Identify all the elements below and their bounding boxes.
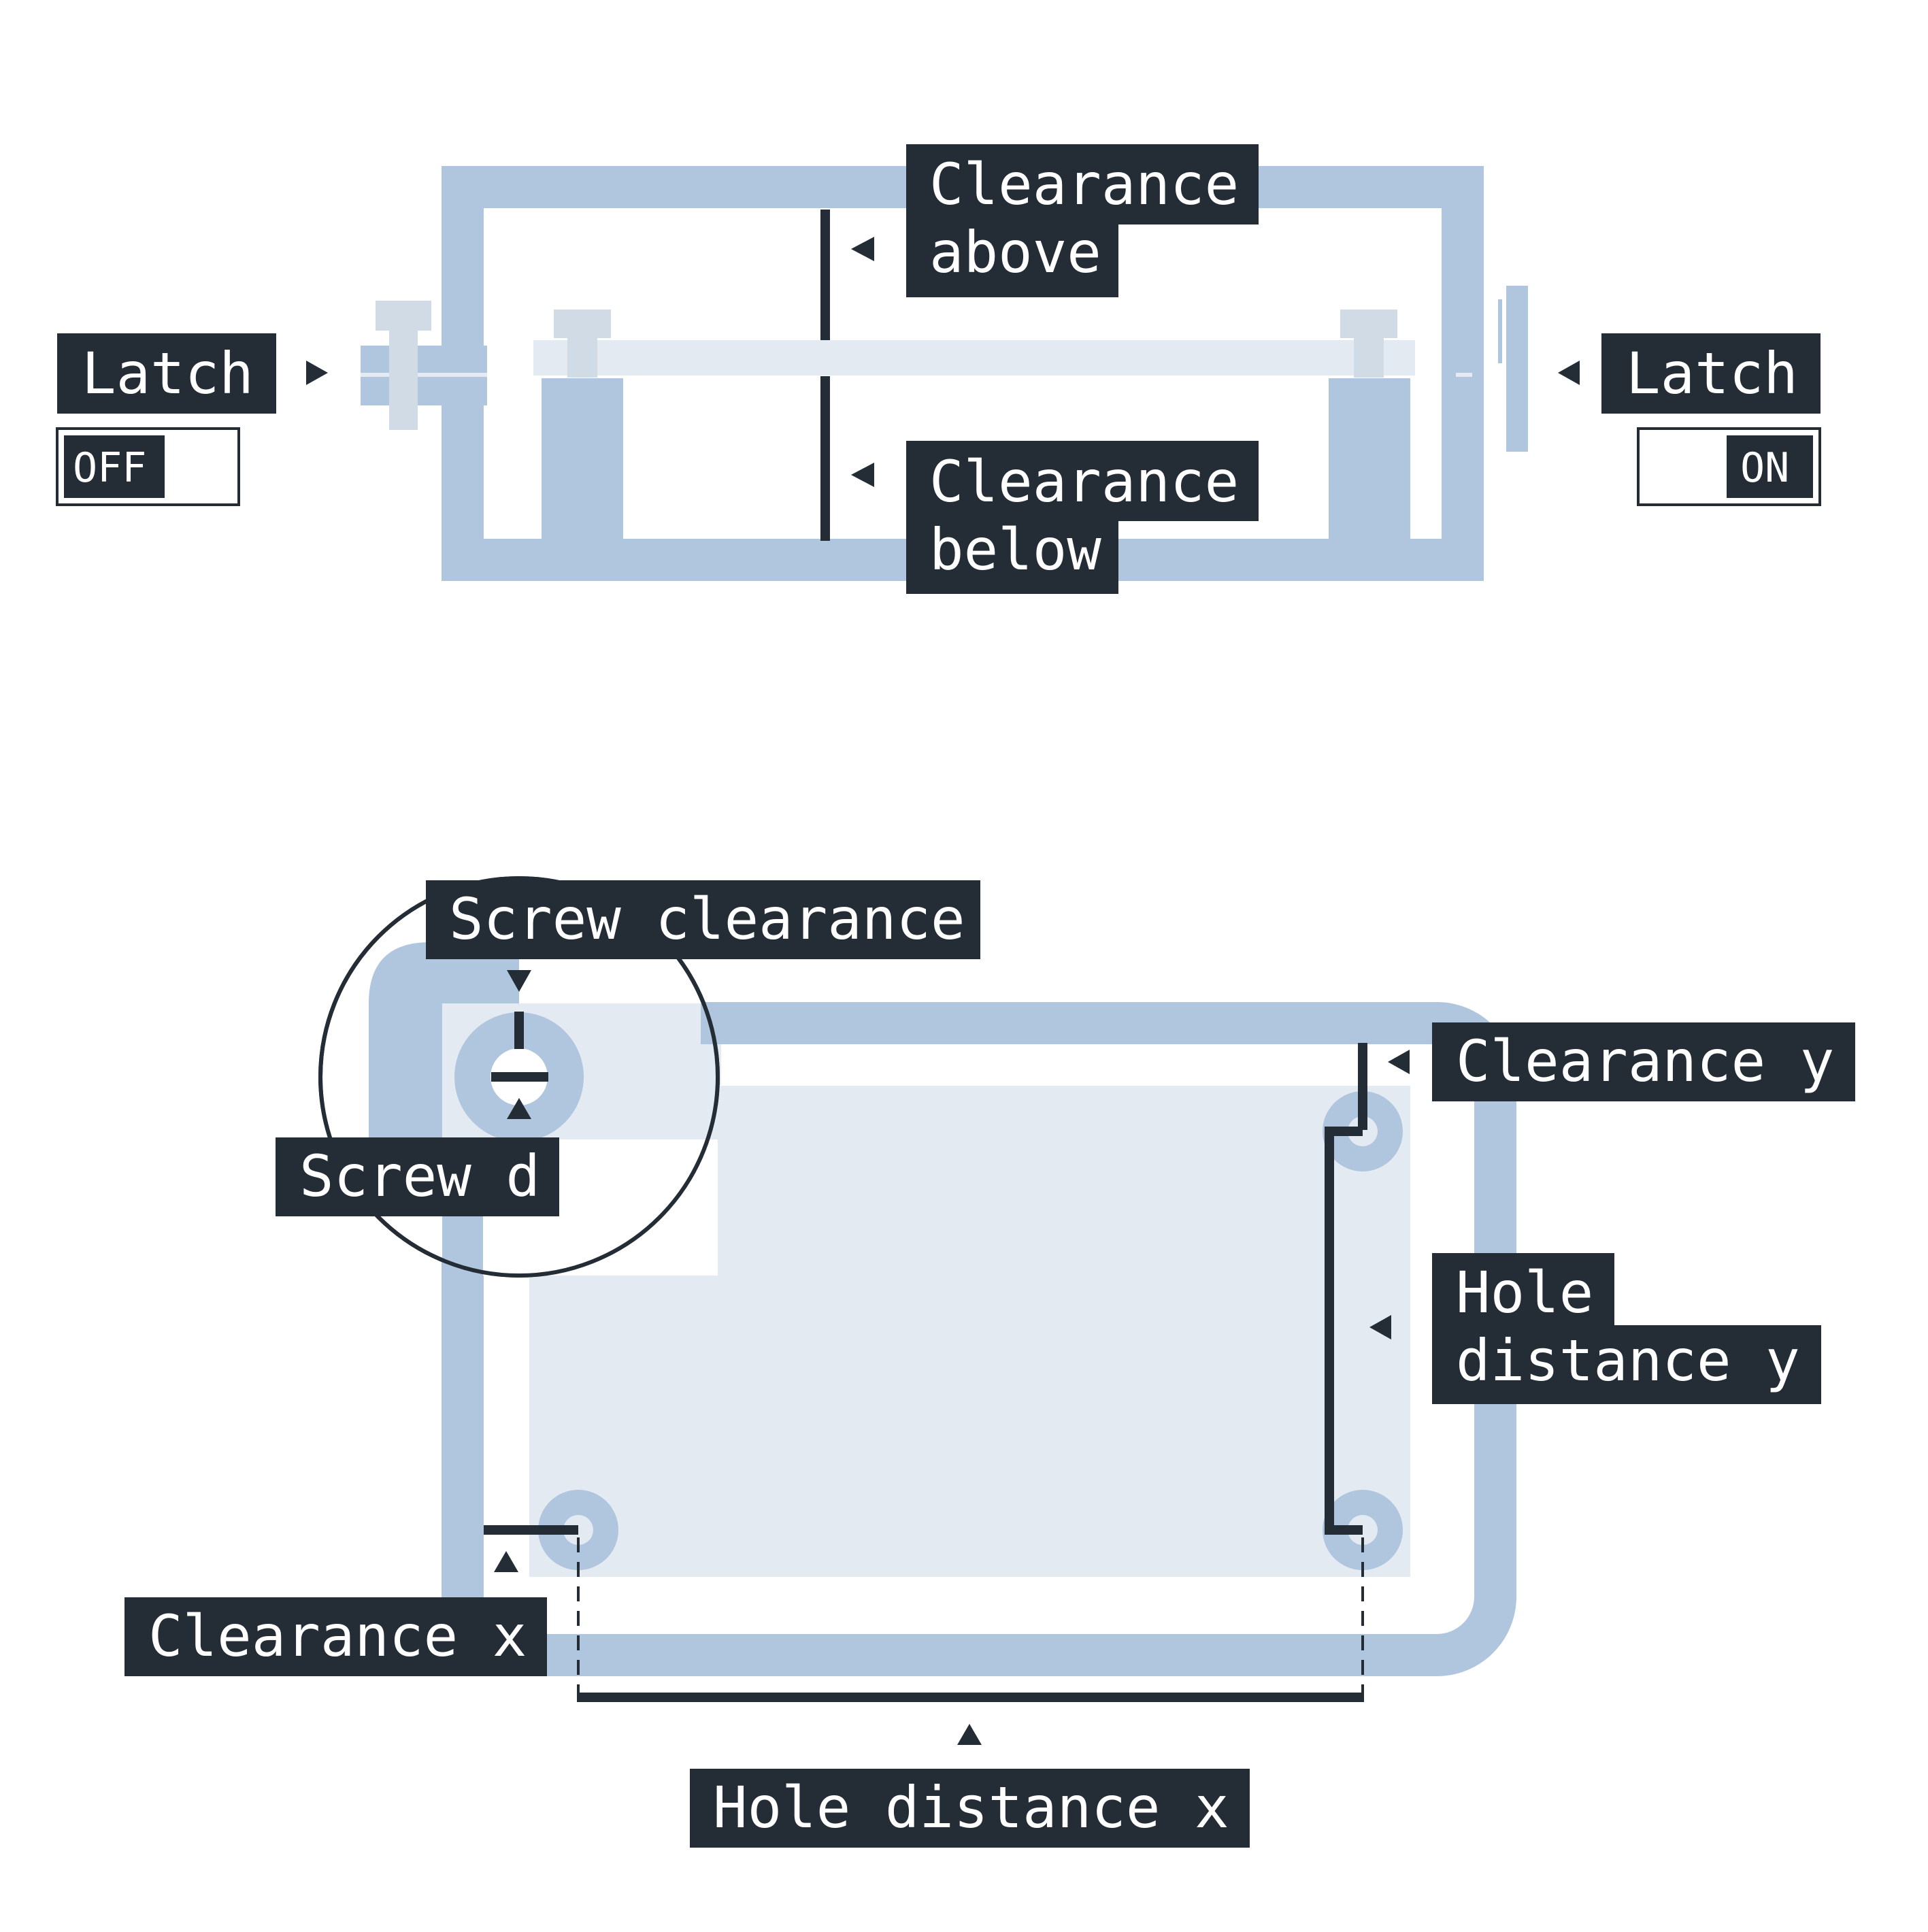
- screw-clearance-line: [514, 1012, 524, 1049]
- clearance-x-line: [484, 1525, 578, 1535]
- clearance-below-line: [820, 376, 830, 541]
- pcb-board: [533, 340, 1415, 376]
- clearance-above-line1: Clearance: [929, 151, 1239, 218]
- screw-icon: [554, 310, 611, 378]
- hole-distance-x-label: Hole distance x: [690, 1769, 1250, 1848]
- hole-distance-y-label: Hole distance y: [1432, 1253, 1821, 1404]
- latch-on-icon: [1456, 286, 1528, 452]
- clearance-above-label: Clearance above: [906, 144, 1259, 297]
- arrow-left-icon: [851, 463, 874, 487]
- arrow-left-icon: [1388, 1050, 1410, 1074]
- switch-on-text: ON: [1740, 444, 1789, 492]
- clearance-x-label: Clearance x: [124, 1597, 547, 1676]
- screw-d-label: Screw d: [276, 1137, 559, 1216]
- hole-distance-y-line2: distance y: [1456, 1327, 1800, 1394]
- latch-right-label: Latch: [1601, 333, 1821, 414]
- latch-off-icon: [361, 301, 487, 430]
- side-view: Clearance above Clearance below Latch OF…: [56, 144, 1821, 594]
- clearance-above-line: [820, 210, 830, 340]
- standoff-left: [542, 378, 623, 542]
- latch-left-label: Latch: [57, 333, 276, 414]
- clearance-below-line2: below: [929, 516, 1101, 583]
- arrow-left-icon: [851, 237, 874, 261]
- hole-distance-y-bracket: [1325, 1127, 1363, 1535]
- latch-right-text: Latch: [1626, 340, 1798, 407]
- arrow-left-icon: [1558, 361, 1580, 385]
- hole-distance-x-bar: [577, 1693, 1364, 1702]
- screw-icon: [1340, 310, 1397, 378]
- latch-off-switch: OFF: [56, 427, 240, 506]
- arrow-left-icon: [1369, 1315, 1391, 1339]
- arrow-right-icon: [306, 361, 328, 385]
- hole-distance-x-text: Hole distance x: [713, 1774, 1229, 1841]
- latch-left-text: Latch: [82, 340, 254, 407]
- arrow-up-icon: [957, 1724, 982, 1745]
- arrow-down-icon: [507, 970, 531, 992]
- clearance-below-line1: Clearance: [929, 448, 1239, 515]
- arrow-up-icon: [507, 1098, 531, 1119]
- clearance-above-line2: above: [929, 219, 1101, 286]
- screw-d-line: [491, 1072, 548, 1082]
- switch-off-text: OFF: [73, 444, 146, 492]
- screw-clearance-label: Screw clearance: [426, 880, 980, 959]
- clearance-x-text: Clearance x: [148, 1603, 527, 1669]
- hole-distance-y-line1: Hole: [1456, 1259, 1593, 1326]
- top-view: Screw clearance Screw d Clearance y Hole…: [124, 876, 1855, 1848]
- clearance-y-line: [1358, 1043, 1367, 1130]
- latch-on-switch: ON: [1637, 427, 1821, 506]
- screw-d-text: Screw d: [299, 1143, 540, 1210]
- clearance-y-text: Clearance y: [1456, 1028, 1834, 1095]
- arrow-up-icon: [494, 1551, 518, 1572]
- clearance-y-label: Clearance y: [1432, 1022, 1855, 1101]
- standoff-right: [1329, 378, 1410, 542]
- clearance-below-label: Clearance below: [906, 441, 1259, 594]
- screw-clearance-text: Screw clearance: [449, 886, 965, 952]
